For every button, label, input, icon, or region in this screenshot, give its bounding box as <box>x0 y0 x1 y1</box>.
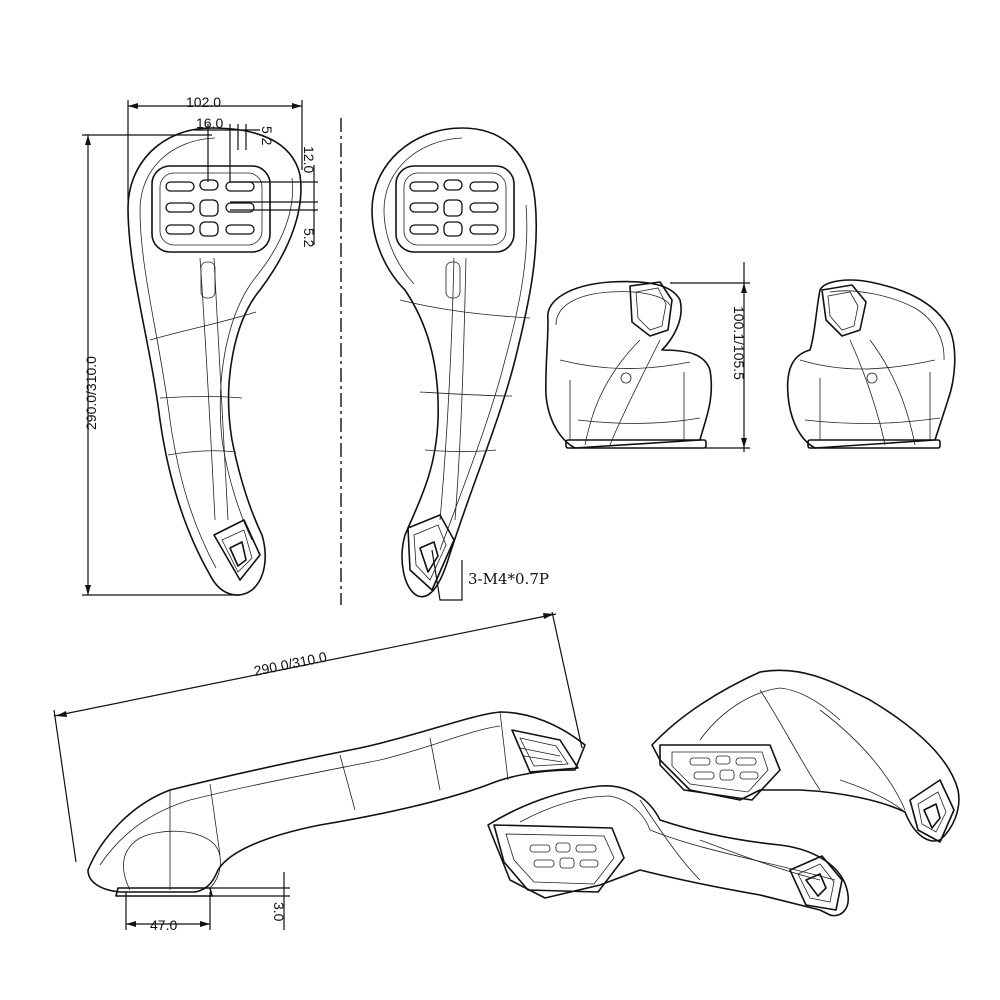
dim-offset-52-top: 5.2 <box>259 126 275 146</box>
thread-callout: 3-M4*0.7P <box>431 549 549 601</box>
front-view-dimensions: 102.0 16.0 5.2 12.0 5.2 290.0/310.0 <box>82 94 318 596</box>
dim-height-side: 100.1/105.5 <box>731 306 747 380</box>
dim-base-width: 47.0 <box>150 917 177 933</box>
isometric-view-upper <box>651 669 960 843</box>
dim-offset-52-side: 5.2 <box>301 228 317 248</box>
dim-length-front: 290.0/310.0 <box>83 356 99 430</box>
isometric-view-lower <box>487 785 850 917</box>
side-view-dimensions: 100.1/105.5 <box>670 262 750 452</box>
front-view-handle <box>127 127 302 596</box>
dim-length-bottom: 290.0/310.0 <box>252 648 328 678</box>
side-view-b <box>786 279 956 449</box>
dim-base-height: 3.0 <box>271 902 287 922</box>
dim-width-102: 102.0 <box>186 94 221 110</box>
side-view-a <box>545 280 713 449</box>
dim-width-16: 16.0 <box>196 115 223 131</box>
long-side-view <box>87 711 586 897</box>
dim-height-12: 12.0 <box>301 146 317 173</box>
rear-view-handle <box>371 127 538 598</box>
dim-thread-callout: 3-M4*0.7P <box>468 570 549 588</box>
